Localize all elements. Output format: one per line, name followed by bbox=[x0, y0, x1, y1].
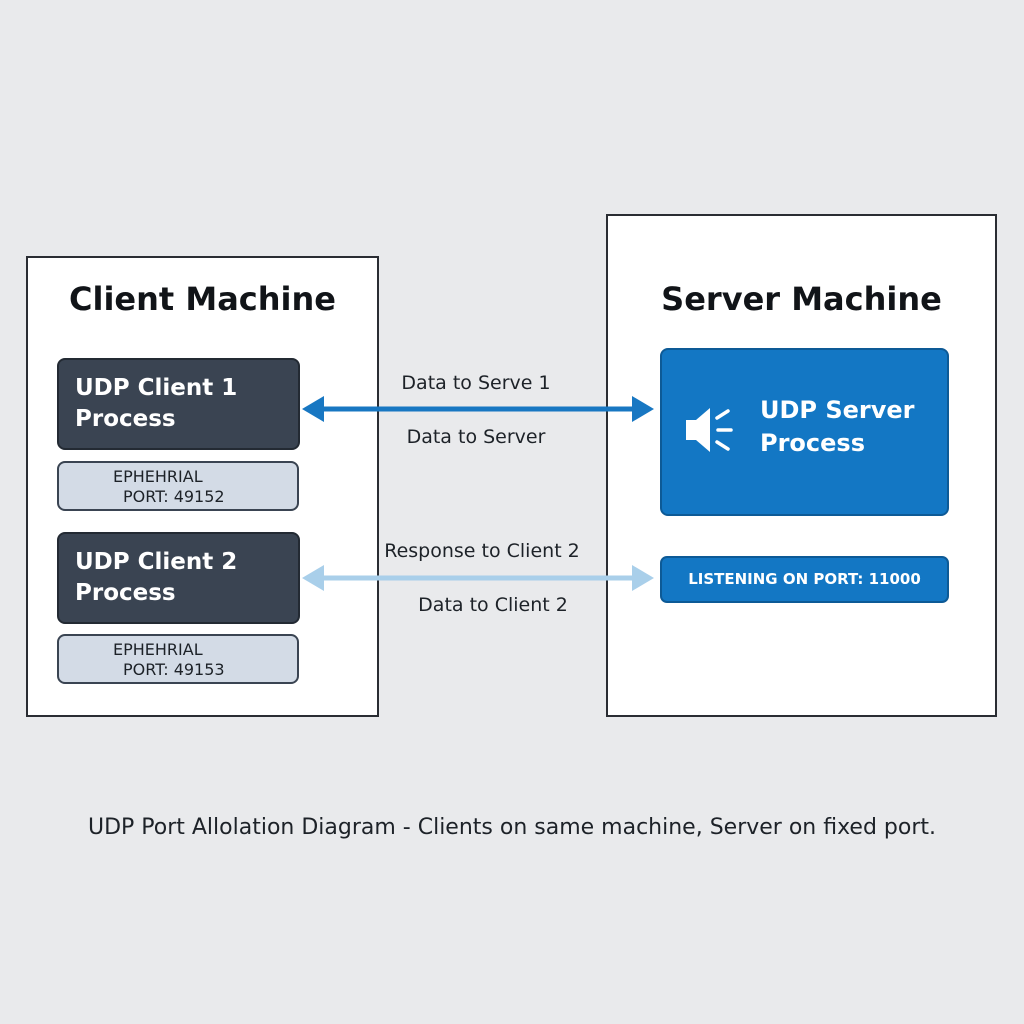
udp-client-2-process-line2: Process bbox=[75, 580, 176, 606]
client-2-ephemeral-port: EPHEHRIAL PORT: 49153 bbox=[57, 634, 299, 684]
server-machine-panel: Server Machine UDP Server Process LISTEN… bbox=[606, 214, 997, 717]
arrow-client-2-server bbox=[302, 565, 654, 591]
udp-server-process: UDP Server Process bbox=[660, 348, 949, 516]
udp-client-2-process: UDP Client 2 Process bbox=[57, 532, 300, 624]
client-1-ephemeral-port: EPHEHRIAL PORT: 49152 bbox=[57, 461, 299, 511]
speaker-icon bbox=[686, 408, 733, 452]
arrow-client-1-server bbox=[302, 396, 654, 422]
udp-server-process-label: UDP Server Process bbox=[760, 394, 915, 460]
listening-port-badge: LISTENING ON PORT: 11000 bbox=[660, 556, 949, 603]
client-2-port-number: PORT: 49153 bbox=[123, 660, 225, 679]
client-2-port-label: EPHEHRIAL bbox=[113, 640, 203, 659]
server-machine-title: Server Machine bbox=[661, 280, 942, 318]
diagram-caption: UDP Port Allolation Diagram - Clients on… bbox=[87, 815, 937, 840]
client-1-port-label: EPHEHRIAL bbox=[113, 467, 203, 486]
arrow-1-bottom-label: Data to Server bbox=[406, 426, 546, 448]
arrow-2-bottom-label: Data to Client 2 bbox=[418, 594, 568, 616]
arrow-1-top-label: Data to Serve 1 bbox=[401, 372, 551, 394]
udp-client-1-process-line2: Process bbox=[75, 406, 176, 432]
arrow-2-top-label: Response to Client 2 bbox=[384, 540, 580, 562]
udp-client-1-process-line1: UDP Client 1 bbox=[75, 375, 238, 401]
udp-server-process-line2: Process bbox=[760, 429, 865, 457]
client-machine-panel: Client Machine UDP Client 1 Process EPHE… bbox=[26, 256, 379, 717]
udp-client-2-process-line1: UDP Client 2 bbox=[75, 549, 238, 575]
udp-client-1-process: UDP Client 1 Process bbox=[57, 358, 300, 450]
client-1-port-number: PORT: 49152 bbox=[123, 487, 225, 506]
client-machine-title: Client Machine bbox=[69, 280, 336, 318]
udp-server-process-line1: UDP Server bbox=[760, 396, 915, 424]
